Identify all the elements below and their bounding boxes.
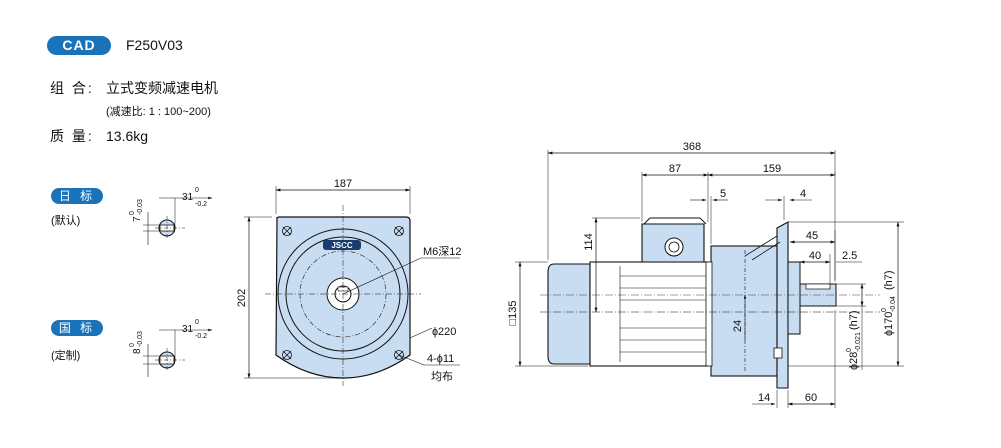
japan-key-depth-tol-lo: -0.2: [195, 201, 207, 208]
china-key-depth-tol-lo: -0.2: [195, 333, 207, 340]
side-dim-159: 159: [763, 163, 781, 175]
china-standard-note: (定制): [51, 350, 81, 362]
japan-key-depth-tol-hi: 0: [195, 187, 199, 194]
front-logo-text: JSCC: [331, 241, 353, 250]
front-pcd-callout: ɸ220: [432, 326, 456, 338]
mass-row: 质 量: 13.6kg: [50, 126, 148, 146]
side-dim-sq135: □135: [507, 301, 519, 326]
side-pilot: [787, 261, 801, 335]
side-flange-dia-tol-hi: 0: [881, 308, 888, 312]
side-dim-5: 5: [720, 188, 726, 200]
japan-standard-note: (默认): [51, 215, 81, 227]
side-motor-body: [589, 261, 709, 367]
side-dim-14: 14: [758, 392, 770, 404]
japan-key-width-tol-hi: 0: [129, 211, 136, 215]
side-dim-24: 24: [732, 320, 744, 332]
side-fan-cover: [547, 263, 591, 365]
side-dim-87: 87: [669, 163, 681, 175]
side-view: 368 87 159 5 4 114: [507, 141, 904, 408]
combo-value: 立式变频减速电机: [106, 80, 218, 96]
side-shaft-dia-tol-hi: 0: [846, 348, 853, 352]
model-code: F250V03: [126, 37, 183, 53]
china-key-depth: 31: [182, 324, 194, 335]
front-view: JSCC 187 202: [236, 178, 462, 386]
side-flange-fit: (h7): [883, 270, 895, 290]
ratio-note: (减速比: 1 : 100~200): [106, 106, 211, 118]
front-tap-callout: M6深12: [423, 245, 462, 258]
front-mounting-holes: [282, 226, 404, 360]
china-key-width-tol-hi: 0: [129, 343, 136, 347]
side-dim-4: 4: [800, 188, 806, 200]
japan-key-width: 7: [132, 216, 143, 222]
front-height-dim: 202: [236, 289, 248, 307]
side-shaft-dia-tol-lo: -0.021: [855, 332, 862, 352]
china-standard-pill: 国 标: [51, 320, 103, 336]
mass-label: 质 量:: [50, 128, 94, 144]
japan-standard-pill: 日 标: [51, 188, 103, 204]
side-flange-dia: ɸ170: [883, 312, 895, 336]
side-gearbox: [710, 245, 778, 377]
china-key-width-tol-lo: -0.03: [137, 331, 144, 347]
cad-badge: CAD: [47, 36, 111, 55]
combo-row: 组 合: 立式变频减速电机: [50, 78, 218, 98]
side-shaft-dia: ɸ28: [848, 352, 860, 370]
side-dim-2-5: 2.5: [842, 250, 857, 262]
side-dim-45: 45: [806, 230, 818, 242]
front-holes-note: 均布: [431, 370, 453, 383]
china-key-depth-tol-hi: 0: [195, 319, 199, 326]
front-holes-callout: 4-ɸ11: [427, 353, 454, 365]
side-dim-114: 114: [583, 233, 595, 251]
china-key-diagram: 8 0 -0.03 31 0 -0.2: [129, 319, 213, 377]
japan-key-width-tol-lo: -0.03: [137, 199, 144, 215]
side-shaft-fit: (h7): [848, 310, 860, 330]
side-flange: [776, 221, 789, 389]
side-dim-60: 60: [805, 392, 817, 404]
mass-value: 13.6kg: [106, 128, 149, 144]
side-flange-dia-tol-lo: -0.04: [890, 296, 897, 312]
combo-label: 组 合:: [50, 80, 94, 96]
china-key-width: 8: [132, 348, 143, 354]
side-dim-40: 40: [809, 250, 821, 262]
side-motor-fins: [619, 266, 706, 362]
front-logo-plate: [323, 240, 361, 250]
side-total-length: 368: [683, 141, 701, 153]
japan-key-diagram: 7 0 -0.03 31 0 -0.2: [129, 187, 213, 245]
front-width-dim: 187: [334, 178, 352, 190]
japan-key-depth: 31: [182, 192, 194, 203]
